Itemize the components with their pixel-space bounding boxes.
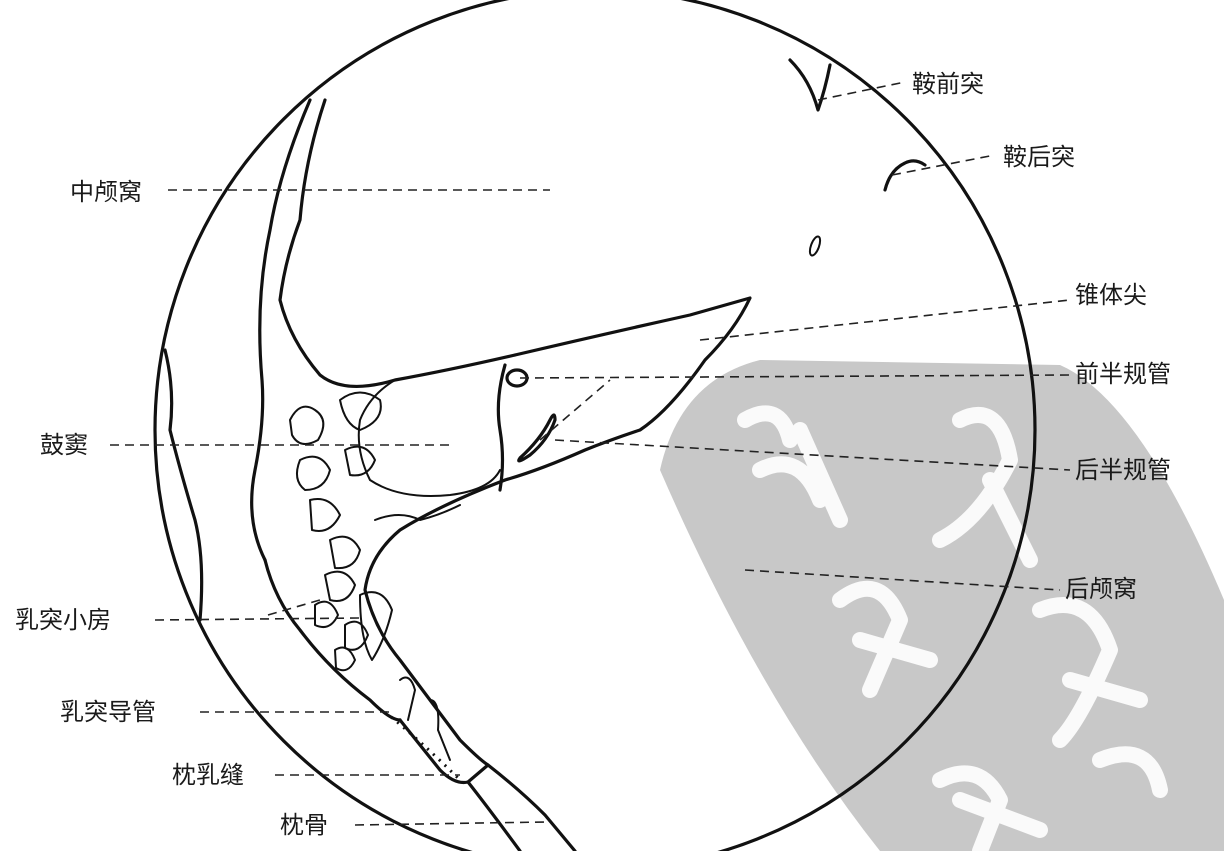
watermark-band <box>660 360 1224 851</box>
label-superior-canal: 前半规管 <box>1075 360 1171 388</box>
anterior-clinoid-shape <box>788 58 832 112</box>
label-occipitomastoid-suture: 枕乳缝 <box>172 761 244 789</box>
watermark-glyphs <box>737 405 1168 851</box>
occipital-bone-shape <box>466 763 577 851</box>
label-mastoid-cells: 乳突小房 <box>15 606 111 634</box>
labyrinth-block <box>496 363 507 492</box>
foramen-shape <box>808 235 822 257</box>
label-posterior-fossa: 后颅窝 <box>1065 575 1137 603</box>
label-middle-fossa: 中颅窝 <box>70 178 142 206</box>
mastoid-tip <box>398 718 470 785</box>
leader-lines <box>110 81 1071 826</box>
posterior-clinoid-shape <box>883 159 927 192</box>
label-mastoid-emissary: 乳突导管 <box>60 698 156 726</box>
label-posterior-clinoid: 鞍后突 <box>1003 143 1075 171</box>
mastoid-air-cells <box>289 391 461 761</box>
left-edge-fragment <box>163 348 204 622</box>
label-anterior-clinoid: 鞍前突 <box>912 70 984 98</box>
antrum-outline <box>357 379 501 497</box>
suture-dots <box>384 710 464 784</box>
label-antrum: 鼓窦 <box>40 431 88 459</box>
posterior-canal-shape <box>517 413 557 463</box>
label-petrous-apex: 锥体尖 <box>1075 281 1147 309</box>
field-circle <box>153 0 1037 851</box>
posterior-surface <box>363 478 507 767</box>
middle-fossa-wall-inner <box>250 98 312 562</box>
middle-fossa-wall <box>278 98 517 388</box>
mastoid-cortex <box>263 558 402 722</box>
label-posterior-canal: 后半规管 <box>1075 456 1171 484</box>
petrous-ridge <box>503 296 752 482</box>
label-occipital-bone: 枕骨 <box>280 811 328 839</box>
